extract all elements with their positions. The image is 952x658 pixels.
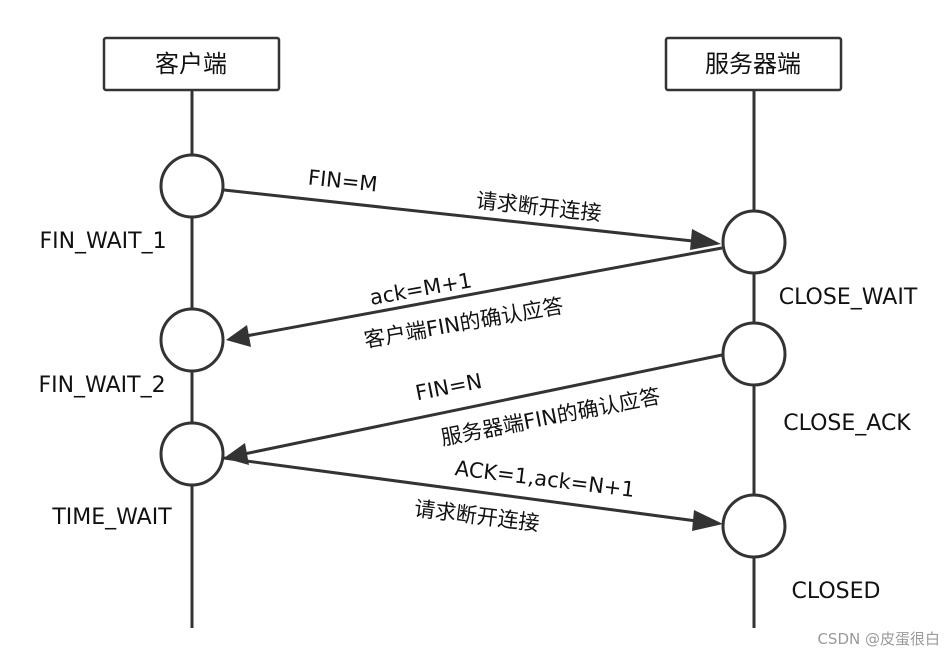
server-state-circle-2 (721, 321, 787, 387)
client-header-box: 客户端 (102, 36, 281, 92)
server-state-label-close-ack: CLOSE_ACK (783, 411, 911, 436)
client-state-label-time-wait: TIME_WAIT (51, 505, 172, 530)
message-label-fin-n: FIN=N (413, 369, 484, 405)
client-state-circle-1 (159, 153, 225, 219)
watermark: CSDN @皮蛋很白 (817, 630, 940, 648)
server-header-label: 服务器端 (705, 50, 801, 78)
server-state-label-closed: CLOSED (792, 579, 881, 604)
server-state-circle-1 (721, 209, 787, 275)
client-header-label: 客户端 (155, 50, 227, 78)
message-arrow-ack-m1 (226, 246, 723, 347)
message-label-ack-n1-desc: 请求断开连接 (413, 496, 541, 535)
server-state-circle-3 (721, 493, 787, 559)
message-arrow-fin-m (223, 188, 721, 250)
server-state-label-close-wait: CLOSE_WAIT (779, 285, 918, 310)
client-state-label-fin-wait-2: FIN_WAIT_2 (38, 373, 165, 398)
client-state-circle-2 (159, 307, 225, 373)
message-label-ack-n1: ACK=1,ack=N+1 (454, 456, 636, 502)
client-state-label-fin-wait-1: FIN_WAIT_1 (39, 229, 166, 254)
message-arrow-ack-n1 (223, 456, 723, 531)
client-state-circle-3 (159, 421, 225, 487)
message-label-fin-m: FIN=M (307, 165, 379, 196)
server-header-box: 服务器端 (664, 36, 843, 92)
